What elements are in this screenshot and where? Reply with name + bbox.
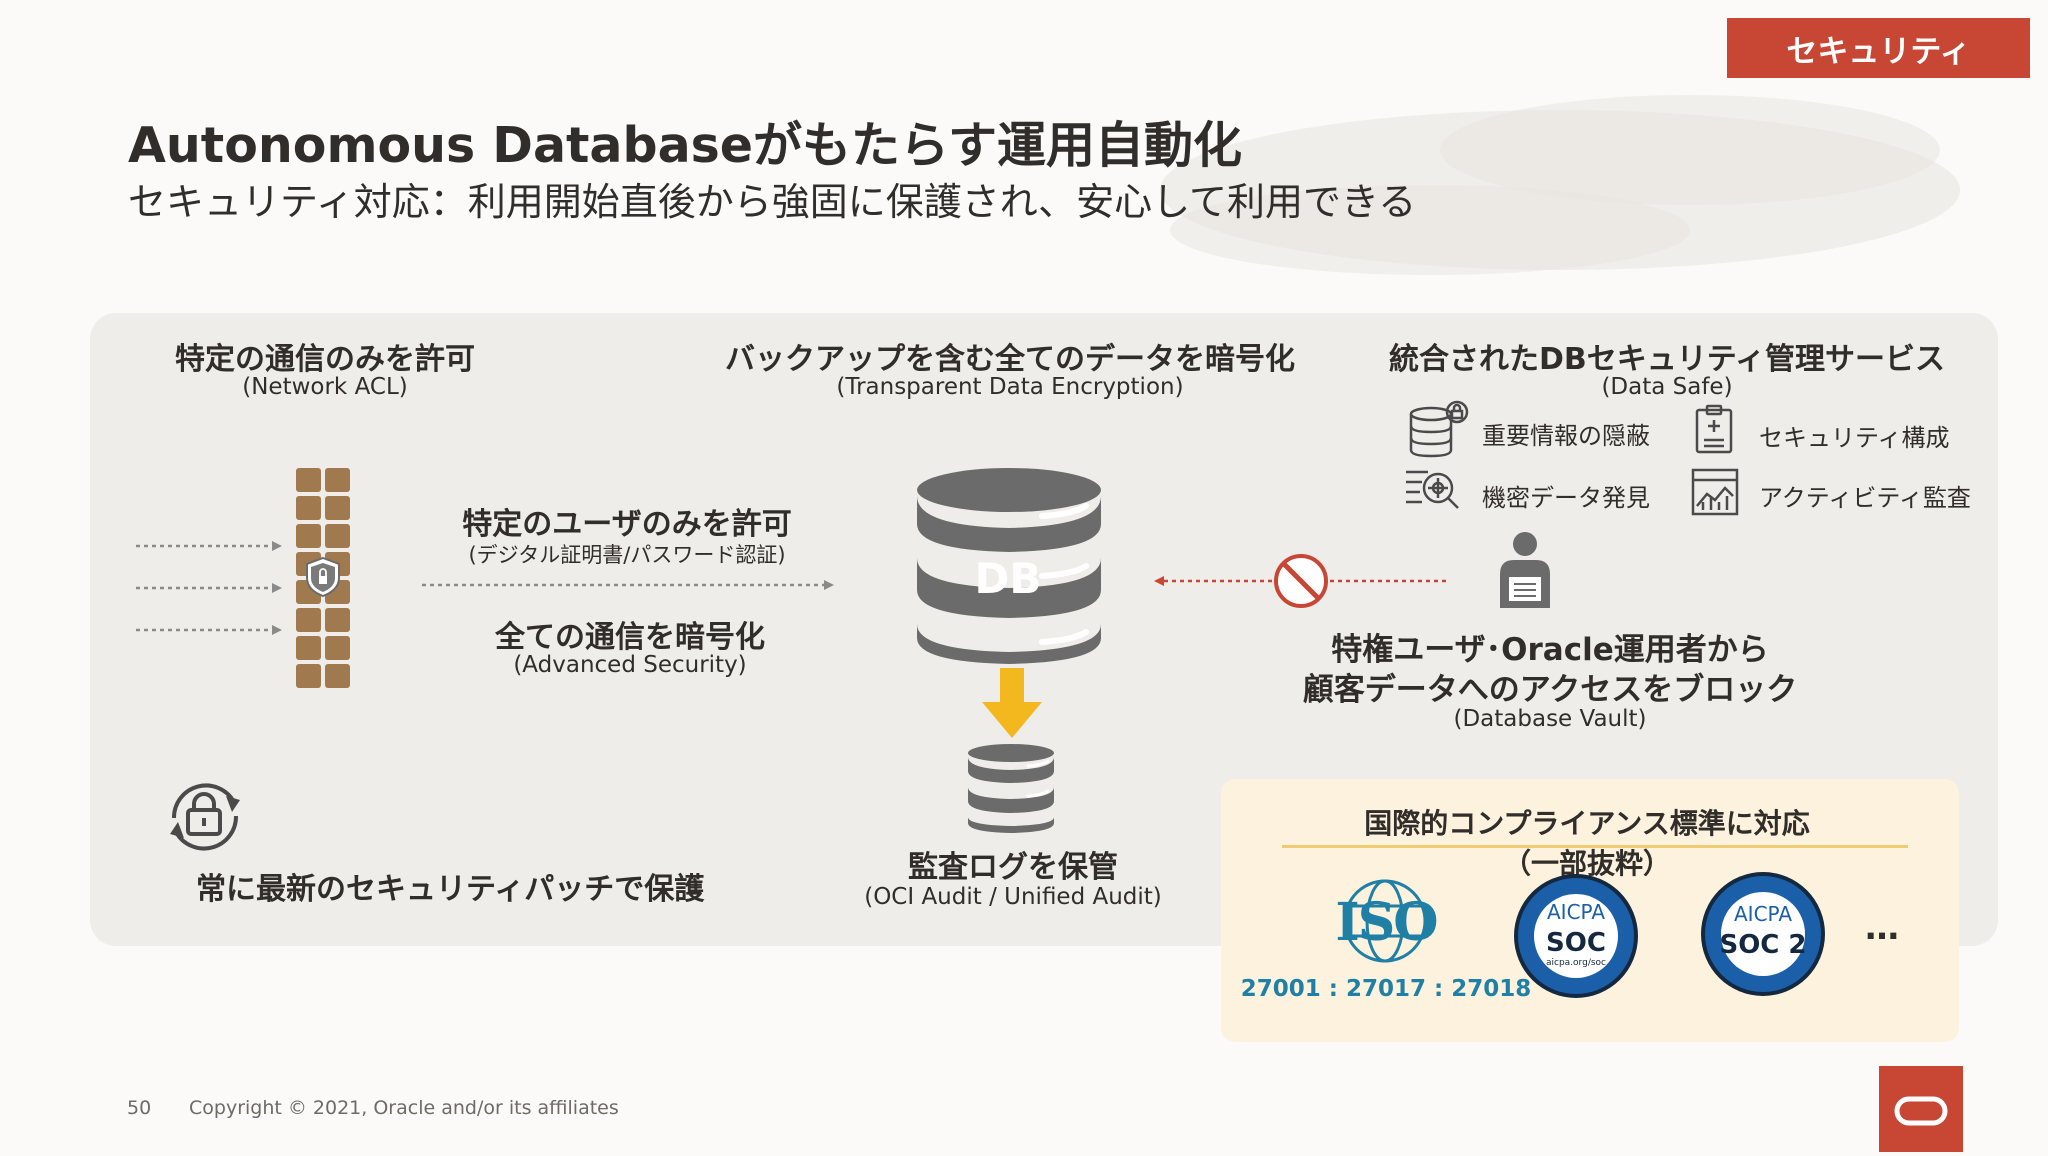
brick-wall-icon [296,468,350,688]
iso-numbers: 27001 : 27017 : 27018 [1240,976,1532,1002]
datasafe-feature-masking: 重要情報の隠蔽 [1482,422,1650,450]
compliance-divider [1282,845,1908,848]
soc2-badge-main: SOC 2 [1719,930,1807,960]
datasafe-feature-discovery: 機密データ発見 [1482,484,1650,512]
network-acl-heading: 特定の通信のみを許可 [175,342,475,377]
blocked-access-arrow [1154,576,1448,586]
vault-sub: (Database Vault) [1453,706,1647,732]
page-subtitle: セキュリティ対応：利用開始直後から強固に保護され、安心して利用できる [128,180,1417,224]
activity-chart-icon [1691,468,1739,516]
privileged-user-icon [1500,532,1550,608]
user-auth-heading: 特定のユーザのみを許可 [462,507,792,542]
soc2-badge-top: AICPA [1733,902,1793,926]
decorative-texture [1160,95,1960,275]
oracle-logo-icon [1894,1096,1948,1126]
encrypt-comm-sub: (Advanced Security) [513,652,747,678]
iso-globe-icon [1343,879,1427,963]
soc-badge-url: aicpa.org/soc [1546,958,1606,968]
more-ellipsis: … [1865,908,1903,948]
masking-db-icon [1409,400,1469,458]
compliance-title: 国際的コンプライアンス標準に対応（一部抜粋） [1364,807,1810,880]
page-number: 50 [127,1097,152,1119]
down-arrow-icon [982,668,1042,738]
vault-heading-line1: 特権ユーザ･Oracle運用者から [1331,632,1769,668]
soc-badge [1514,874,1638,998]
tde-sub: (Transparent Data Encryption) [836,374,1184,400]
vault-heading-line2: 顧客データへのアクセスをブロック [1302,672,1798,708]
page-title: Autonomous Databaseがもたらす運用自動化 [128,117,1243,174]
iso-logo-text: ISO [1335,892,1438,953]
db-label: DB [974,554,1042,603]
datasafe-feature-audit: アクティビティ監査 [1759,484,1971,512]
network-acl-sub: (Network ACL) [242,374,408,400]
audit-db-icon [968,744,1054,833]
audit-heading: 監査ログを保管 [908,850,1118,885]
oracle-logo [1879,1066,1963,1152]
section-tag: セキュリティ [1727,18,2030,78]
copyright: Copyright © 2021, Oracle and/or its affi… [189,1097,619,1119]
database-icon [917,468,1101,664]
discovery-icon [1406,470,1459,509]
connection-arrow [422,580,834,590]
encrypt-comm-heading: 全ての通信を暗号化 [495,620,765,655]
firewall-icon [136,541,282,635]
datasafe-feature-config: セキュリティ構成 [1759,424,1950,452]
tde-heading: バックアップを含む全てのデータを暗号化 [725,342,1295,377]
soc-badge-top: AICPA [1546,900,1606,924]
clipboard-icon [1695,404,1733,454]
patch-lock-icon [170,783,240,851]
soc-badge-main: SOC [1546,928,1606,958]
datasafe-heading: 統合されたDBセキュリティ管理サービス [1389,342,1945,377]
user-auth-sub: (デジタル証明書/パスワード認証) [468,543,786,567]
datasafe-sub: (Data Safe) [1601,374,1733,400]
patch-heading: 常に最新のセキュリティパッチで保護 [196,872,705,907]
prohibited-icon [1274,554,1328,608]
audit-sub: (OCI Audit / Unified Audit) [864,884,1162,910]
soc2-badge [1701,872,1825,996]
